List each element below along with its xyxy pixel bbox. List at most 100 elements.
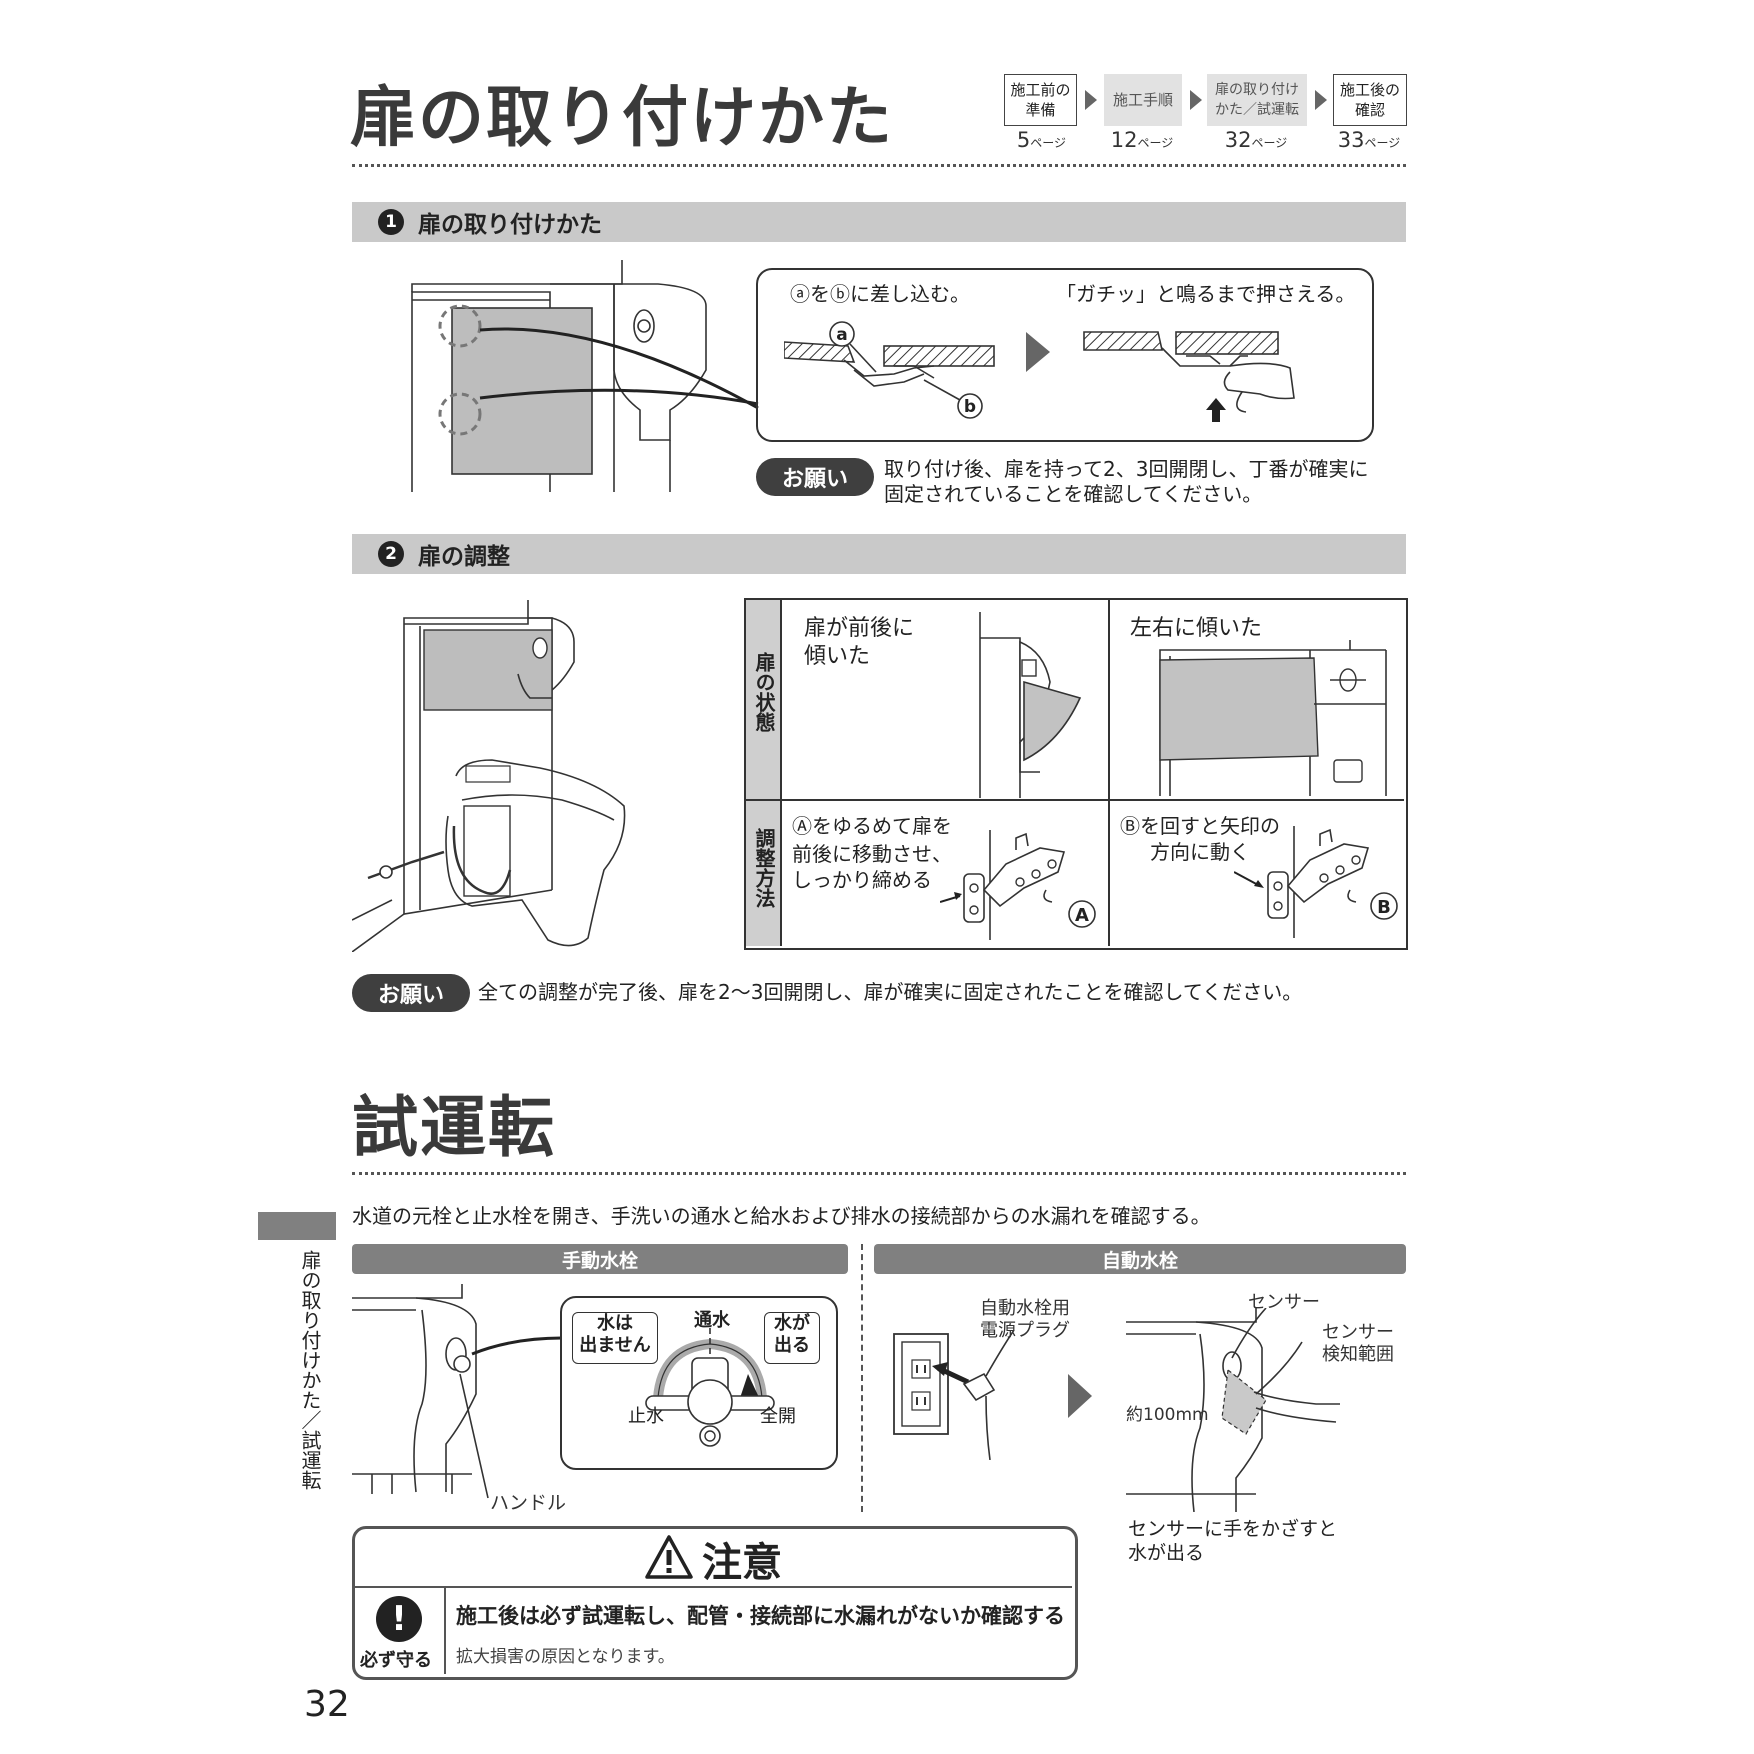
step-arrow-icon — [1085, 90, 1097, 110]
method-a-line-1: Ⓐをゆるめて扉を — [792, 814, 952, 838]
step-page-link[interactable]: 5ページ — [1016, 128, 1067, 152]
state-front-back-line-2: 傾いた — [804, 644, 871, 669]
step-arrow-icon — [1190, 90, 1202, 110]
method-b-line-1: Ⓑを回すと矢印の — [1120, 814, 1280, 838]
warning-triangle-icon — [645, 1535, 693, 1579]
table-divider — [1108, 600, 1110, 946]
trial-intro: 水道の元栓と止水栓を開き、手洗いの通水と給水および排水の接続部からの水漏れを確認… — [352, 1204, 1211, 1228]
sensor-label: センサー — [1248, 1292, 1320, 1313]
table-row-header-column — [746, 600, 780, 946]
step-after-check: 施工後の確認 — [1333, 74, 1407, 126]
no-water-label: 水は 出ません — [572, 1312, 658, 1364]
hinge-insert-illustration: a b — [784, 321, 995, 419]
caution-icon-divider — [444, 1588, 446, 1674]
power-plug-label-1: 自動水栓用 — [980, 1298, 1070, 1319]
trial-divider — [352, 1172, 1406, 1175]
step-before-work: 施工前の準備 — [1004, 74, 1077, 126]
label-line: 水が — [774, 1313, 810, 1334]
caution-divider — [355, 1586, 1072, 1588]
insert-step-text: ⓐをⓑに差し込む。 — [790, 282, 970, 306]
hinge-press-illustration — [1083, 331, 1295, 422]
svg-text:A: A — [1075, 905, 1089, 926]
table-divider — [780, 600, 782, 946]
faucet-handle-detail-box — [560, 1296, 838, 1470]
method-a-line-3: しっかり締める — [792, 868, 932, 892]
section-title: 扉の調整 — [418, 544, 510, 570]
caution-box — [352, 1526, 1078, 1680]
label-line: 出ません — [579, 1335, 651, 1356]
column-divider — [861, 1244, 863, 1512]
water-out-label: 水が 出る — [764, 1312, 820, 1364]
next-arrow-icon — [1026, 332, 1050, 372]
sensor-distance-label: 約100mm — [1126, 1405, 1209, 1425]
sensor-range-label-2: 検知範囲 — [1322, 1344, 1394, 1365]
label-line: 水は — [597, 1313, 633, 1334]
label-line: 出る — [774, 1335, 810, 1356]
step-page-link[interactable]: 33ページ — [1337, 128, 1401, 152]
hinge-adjust-a-illustration: A — [940, 830, 1096, 940]
power-plug-label-2: 電源プラグ — [980, 1320, 1070, 1341]
svg-text:a: a — [836, 325, 847, 345]
caution-main-text: 施工後は必ず試運転し、配管・接続部に水漏れがないか確認する — [456, 1604, 1065, 1628]
adjust-note: 全ての調整が完了後、扉を2～3回開閉し、扉が確実に固定されたことを確認してくださ… — [478, 980, 1303, 1004]
stop-label: 止水 — [628, 1406, 664, 1427]
step-label: 施工後の確認 — [1340, 81, 1401, 119]
request-badge: お願い — [352, 974, 470, 1012]
sensor-faucet-illustration — [1126, 1308, 1340, 1512]
manual-faucet-illustration — [352, 1284, 562, 1499]
row-header-method: 調整方法 — [752, 828, 776, 908]
step-label: 施工手順 — [1112, 91, 1173, 109]
next-arrow-icon — [1068, 1374, 1092, 1418]
hinge-adjust-b-illustration: B — [1234, 826, 1398, 938]
section-2-header: 2 扉の調整 — [352, 534, 1406, 574]
toilet-cabinet-illustration — [352, 600, 626, 952]
faucet-handle-detail — [645, 1328, 775, 1447]
left-right-tilt-illustration — [1159, 640, 1387, 796]
caution-sub-text: 拡大損害の原因となります。 — [456, 1647, 675, 1667]
state-front-back-line-1: 扉が前後に — [804, 616, 915, 641]
front-back-tilt-illustration — [979, 612, 1082, 798]
install-note-line-1: 取り付け後、扉を持って2、3回開閉し、丁番が確実に — [884, 457, 1369, 481]
step-procedure: 施工手順 — [1104, 74, 1182, 126]
auto-faucet-header: 自動水栓 — [874, 1244, 1406, 1274]
step-page-link[interactable]: 32ページ — [1224, 128, 1288, 152]
section-title: 扉の取り付けかた — [418, 212, 602, 238]
side-tab-label: 扉の取り付けかた／試運転 — [298, 1250, 322, 1490]
install-note-line-2: 固定されていることを確認してください。 — [884, 482, 1263, 506]
svg-text:B: B — [1377, 897, 1391, 918]
section-number: 1 — [378, 209, 404, 235]
handle-label: ハンドル — [490, 1492, 567, 1514]
table-divider — [746, 799, 1404, 801]
caution-title: 注意 — [702, 1540, 782, 1586]
step-page-link[interactable]: 12ページ — [1110, 128, 1174, 152]
sensor-range-label-1: センサー — [1322, 1322, 1394, 1343]
state-left-right: 左右に傾いた — [1130, 616, 1263, 641]
request-badge: お願い — [756, 458, 874, 496]
door-cabinet-illustration — [411, 260, 759, 492]
page-number: 32 — [304, 1684, 350, 1725]
row-header-state: 扉の状態 — [752, 652, 776, 732]
must-follow-label: 必ず守る — [360, 1650, 432, 1671]
sensor-caption-2: 水が出る — [1128, 1542, 1205, 1564]
side-tab-marker — [258, 1212, 336, 1240]
section-1-header: 1 扉の取り付けかた — [352, 202, 1406, 242]
power-outlet-illustration — [893, 1330, 1015, 1460]
method-a-line-2: 前後に移動させ、 — [792, 842, 952, 866]
title-divider — [352, 164, 1406, 167]
step-arrow-icon — [1315, 90, 1327, 110]
flow-label: 通水 — [694, 1310, 730, 1331]
section-number: 2 — [378, 541, 404, 567]
page-title: 扉の取り付けかた — [350, 79, 894, 156]
step-label: 扉の取り付けかた／試運転 — [1215, 82, 1299, 118]
manual-faucet-header: 手動水栓 — [352, 1244, 848, 1274]
trial-title: 試運転 — [352, 1089, 556, 1166]
step-label: 施工前の準備 — [1010, 81, 1071, 119]
insert-instruction-box — [756, 268, 1374, 442]
full-open-label: 全開 — [760, 1406, 796, 1427]
press-step-text: 「ガチッ」と鳴るまで押さえる。 — [1056, 282, 1356, 306]
step-door-install: 扉の取り付けかた／試運転 — [1207, 74, 1307, 126]
sensor-caption-1: センサーに手をかざすと — [1128, 1518, 1338, 1540]
method-b-line-2: 方向に動く — [1150, 840, 1250, 864]
adjustment-table — [744, 598, 1408, 950]
must-follow-icon: ! — [376, 1596, 422, 1642]
